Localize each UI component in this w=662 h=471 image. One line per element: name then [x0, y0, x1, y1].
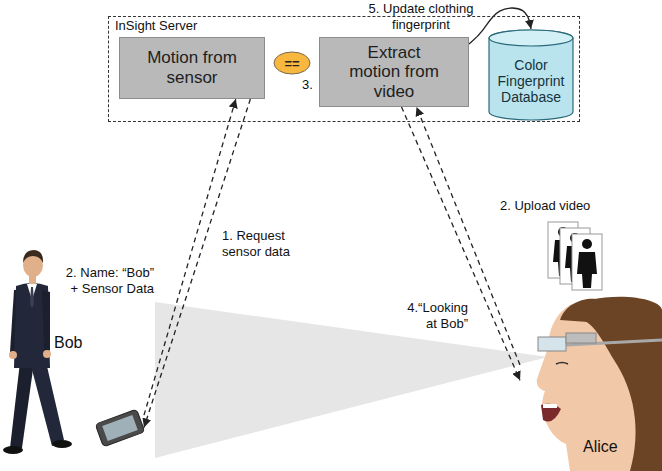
person-name: Bob [54, 334, 144, 352]
alice-figure [537, 297, 662, 471]
edge-label: 2. Upload video [500, 198, 620, 214]
leg [30, 362, 64, 446]
eye [556, 363, 568, 365]
torso [14, 283, 50, 368]
phone-body [95, 409, 145, 447]
glasses-unit [566, 333, 596, 343]
edge-label: 5. Update clothing fingerprint [362, 1, 480, 32]
database-cylinder: Color Fingerprint Database [488, 29, 574, 121]
edge-label-box: 5. Update clothing fingerprint [362, 1, 480, 32]
shoe [3, 446, 23, 454]
person-figure: Alice [520, 300, 662, 471]
view-cone [155, 302, 548, 458]
server-region: InSight ServerMotion from sensor == Extrac… [108, 16, 580, 122]
edge-label-box: 2. Name: “Bob” + Sensor Data [60, 265, 154, 296]
cylinder-body [489, 30, 573, 120]
database-label: Color Fingerprint Database [492, 57, 570, 105]
edge-label-box: 2. Upload video [500, 198, 620, 214]
process-box: Extract motion from video [319, 37, 469, 107]
box-label: Motion from sensor [138, 48, 246, 87]
hair [560, 299, 600, 322]
edge-label-box: 1. Request sensor data [222, 228, 300, 259]
glasses-prism [538, 337, 566, 351]
operator-label: == [273, 56, 311, 71]
region-heading: InSight Server [115, 18, 573, 33]
step-label-box: 3. [302, 77, 313, 93]
hair [578, 297, 662, 471]
silhouette [582, 239, 592, 249]
cylinder-top [489, 30, 573, 46]
edge-label: 2. Name: “Bob” + Sensor Data [60, 265, 154, 296]
tie [30, 287, 34, 308]
leg [10, 362, 34, 448]
phone [95, 409, 145, 447]
arm [42, 290, 50, 350]
edge-label-box: 4.“Looking at Bob” [398, 300, 468, 331]
edge-label: 1. Request sensor data [222, 228, 300, 259]
connector-arrow [402, 107, 521, 380]
frame [572, 234, 602, 290]
box-label: Extract motion from video [342, 43, 446, 102]
bob-figure [3, 250, 72, 454]
process-box: Motion from sensor [119, 37, 265, 99]
teeth [543, 404, 557, 408]
connector-arrow [144, 99, 250, 427]
mouth [541, 404, 561, 422]
edge-label: 4.“Looking at Bob” [398, 300, 468, 331]
step-number: 3. [302, 77, 313, 93]
silhouette [577, 252, 597, 288]
hand [43, 350, 51, 358]
person-name: Alice [583, 438, 662, 456]
shoe [52, 440, 72, 448]
phone-screen [102, 415, 138, 441]
compare-oval: == [273, 51, 311, 75]
oval-shape [274, 52, 310, 74]
hair [23, 250, 43, 263]
video-frames-icon [548, 222, 602, 290]
hand [9, 351, 17, 359]
